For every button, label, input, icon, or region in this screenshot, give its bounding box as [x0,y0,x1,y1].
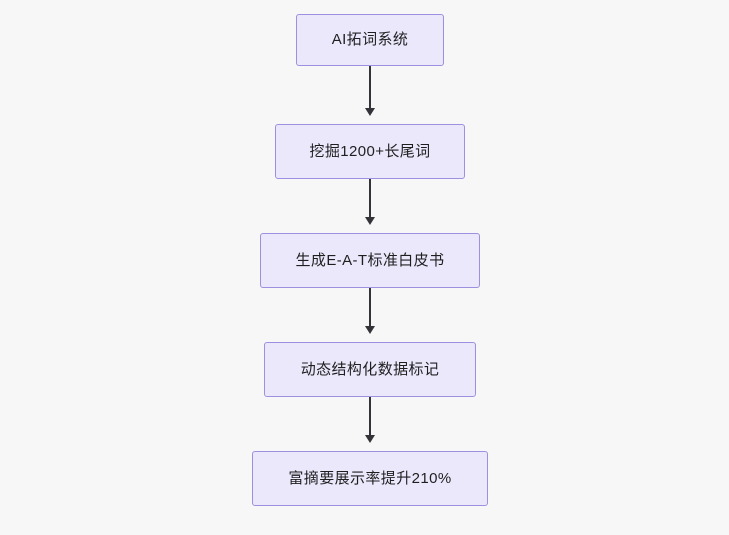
flow-node-label: 动态结构化数据标记 [300,360,440,378]
flow-arrowhead-2 [365,217,375,225]
flow-node-structured-data-markup[interactable]: 动态结构化数据标记 [264,342,476,397]
flow-arrowhead-1 [365,108,375,116]
flow-edge-2 [369,179,371,217]
flow-node-rich-snippet-result[interactable]: 富摘要展示率提升210% [252,451,488,506]
flow-arrowhead-3 [365,326,375,334]
flow-arrowhead-4 [365,435,375,443]
flow-node-longtail-keywords[interactable]: 挖掘1200+长尾词 [275,124,465,179]
flow-edge-1 [369,66,371,108]
flow-node-ai-keyword-system[interactable]: AI拓词系统 [296,14,444,66]
flow-node-label: 生成E-A-T标准白皮书 [295,251,445,269]
flow-node-label: 富摘要展示率提升210% [288,469,452,487]
flow-node-label: 挖掘1200+长尾词 [309,142,431,160]
flow-node-label: AI拓词系统 [331,31,409,48]
flow-edge-4 [369,397,371,435]
flow-edge-3 [369,288,371,326]
flow-node-eat-whitepaper[interactable]: 生成E-A-T标准白皮书 [260,233,480,288]
